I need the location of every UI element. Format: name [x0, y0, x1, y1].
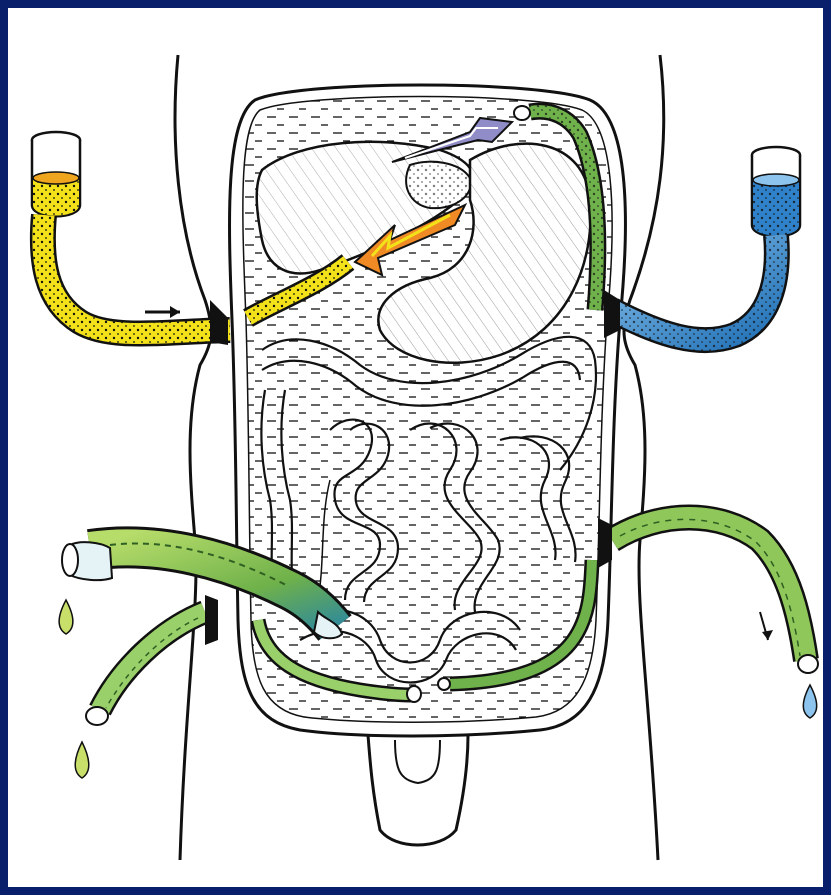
drainage-tube-small-left	[86, 595, 218, 725]
outflow-container-blue	[752, 147, 800, 236]
inflow-container-yellow	[32, 132, 80, 216]
